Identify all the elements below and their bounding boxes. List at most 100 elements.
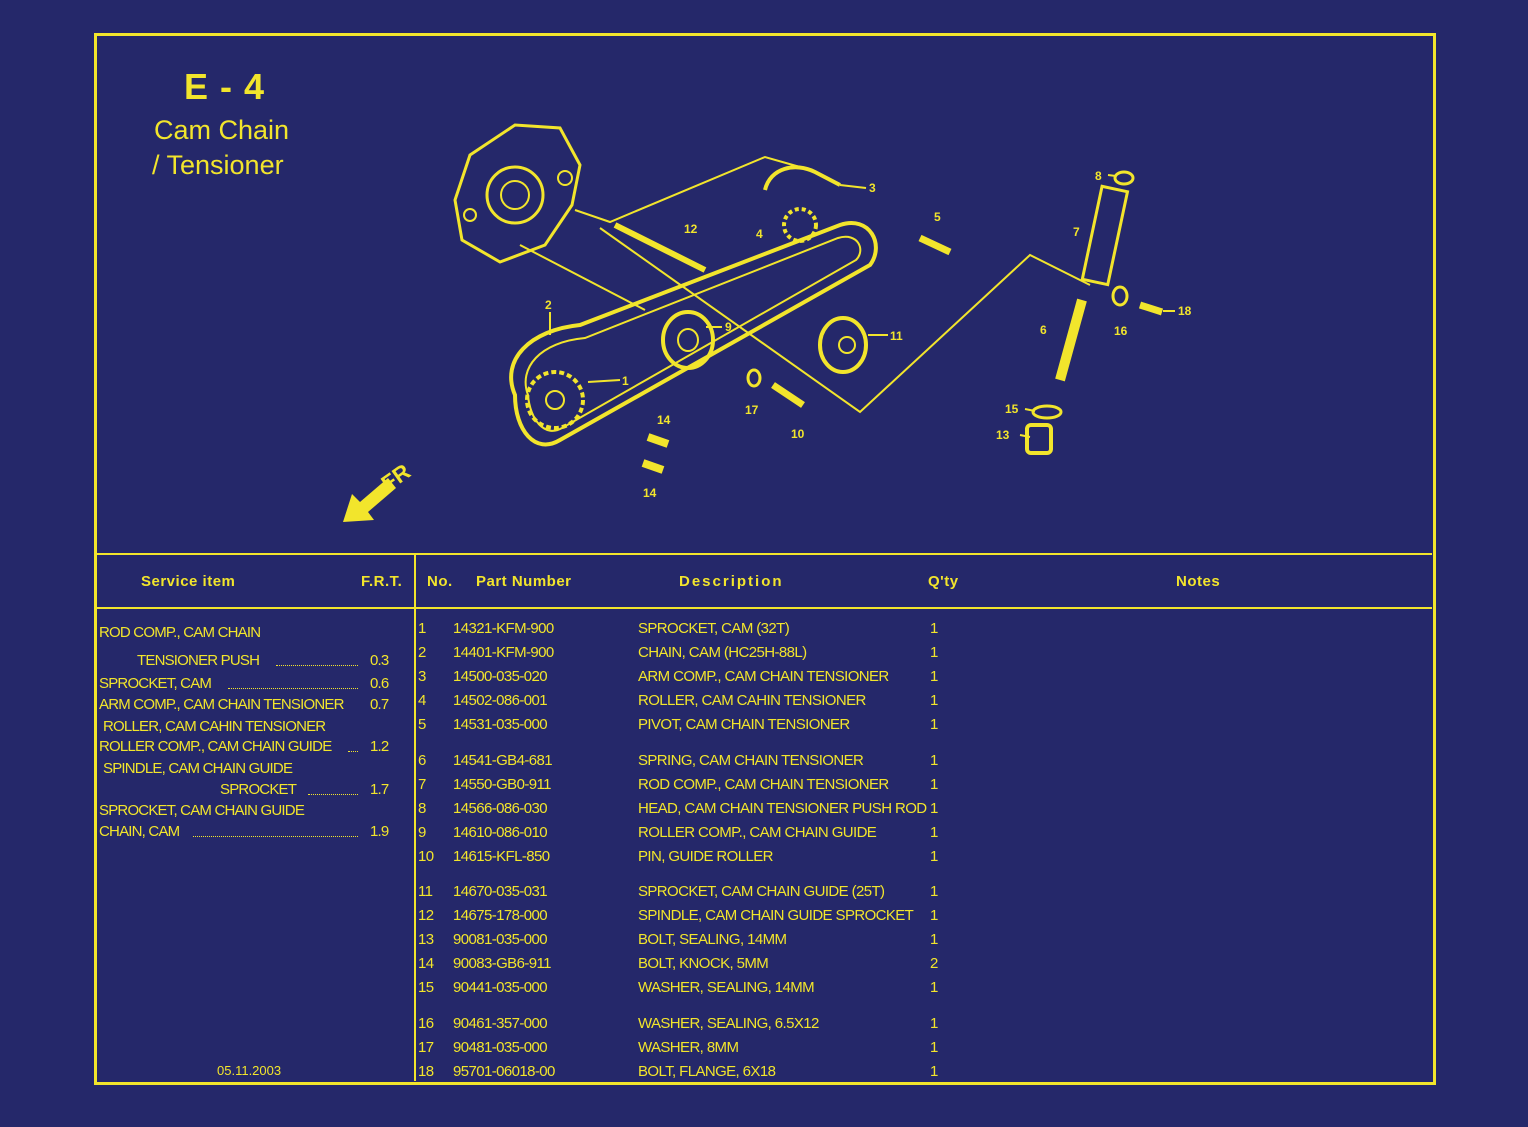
part-number: 14610-086-010 — [453, 823, 548, 841]
sealing-washer — [1111, 285, 1129, 307]
part-no: 5 — [418, 716, 426, 734]
service-item: SPINDLE, CAM CHAIN GUIDE — [103, 760, 293, 777]
part-description: WASHER, SEALING, 6.5X12 — [638, 1014, 819, 1032]
part-number: 14502-086-001 — [453, 692, 548, 710]
description-header: Description — [679, 573, 784, 590]
guide-spindle — [613, 222, 707, 273]
page-code: E - 4 — [184, 66, 266, 107]
callout-8: 8 — [1095, 169, 1102, 183]
callout-16: 16 — [1114, 324, 1128, 338]
callout-1: 1 — [622, 374, 629, 388]
tensioner-spring — [1055, 298, 1087, 382]
part-number: 14531-035-000 — [453, 716, 548, 734]
crankcase-shape — [453, 123, 582, 264]
part-no: 3 — [418, 668, 426, 686]
part-qty: 2 — [930, 955, 938, 973]
qty-header: Q'ty — [928, 573, 959, 590]
part-qty: 1 — [930, 1014, 938, 1032]
part-qty: 1 — [930, 775, 938, 793]
part-number: 14550-GB0-911 — [453, 775, 551, 793]
part-no: 7 — [418, 775, 426, 793]
knock-bolt — [641, 459, 665, 474]
sealing-washer-14 — [1031, 404, 1063, 420]
service-item: SPROCKET, CAM — [99, 675, 212, 692]
part-no: 10 — [418, 847, 434, 865]
part-description: CHAIN, CAM (HC25H-88L) — [638, 644, 807, 662]
part-description: SPROCKET, CAM (32T) — [638, 620, 790, 637]
part-description: WASHER, SEALING, 14MM — [638, 979, 815, 997]
part-description: SPROCKET, CAM CHAIN GUIDE (25T) — [638, 883, 885, 900]
part-no: 13 — [418, 931, 434, 949]
part-description: HEAD, CAM CHAIN TENSIONER PUSH ROD — [638, 799, 927, 817]
callout-tick — [587, 379, 621, 383]
part-no: 12 — [418, 907, 434, 925]
leader-line — [574, 155, 801, 224]
part-description: WASHER, 8MM — [638, 1038, 739, 1056]
crankcase-hole — [557, 170, 573, 186]
part-number: 90441-035-000 — [453, 979, 548, 997]
callout-18: 18 — [1178, 304, 1192, 318]
part-description: SPINDLE, CAM CHAIN GUIDE SPROCKET — [638, 907, 914, 925]
front-arrow-icon — [343, 478, 396, 522]
no-header: No. — [427, 573, 453, 590]
cam-sprocket-hub — [545, 390, 565, 410]
part-qty: 1 — [930, 1038, 938, 1056]
service-item-cont: SPROCKET — [220, 781, 297, 798]
service-item-header: Service item — [141, 573, 236, 590]
crankcase-bore — [485, 165, 545, 225]
part-number: 90081-035-000 — [453, 931, 548, 949]
service-frt: 1.2 — [370, 738, 389, 755]
part-qty: 1 — [930, 907, 938, 925]
callout-14a: 14 — [657, 413, 671, 427]
service-item: CHAIN, CAM — [99, 823, 180, 840]
leader-line — [599, 227, 1091, 414]
service-frt: 1.7 — [370, 781, 389, 798]
part-number: 14401-KFM-900 — [453, 644, 554, 662]
part-description: PIN, GUIDE ROLLER — [638, 847, 773, 865]
callout-4: 4 — [756, 227, 763, 241]
callout-7: 7 — [1073, 225, 1080, 239]
frt-header: F.R.T. — [361, 573, 403, 590]
part-no: 15 — [418, 979, 434, 997]
guide-sprocket — [818, 316, 868, 374]
part-number: 14670-035-031 — [453, 883, 548, 900]
part-number: 14321-KFM-900 — [453, 620, 554, 637]
callout-14b: 14 — [643, 486, 657, 500]
part-no: 17 — [418, 1038, 434, 1056]
part-qty: 1 — [930, 1062, 938, 1080]
part-description: ROLLER, CAM CAHIN TENSIONER — [638, 692, 866, 710]
leader-dots — [348, 751, 358, 752]
part-qty: 1 — [930, 620, 938, 637]
service-frt: 0.7 — [370, 696, 389, 713]
callout-13: 13 — [996, 428, 1010, 442]
crankcase-hub — [500, 180, 530, 210]
part-no: 18 — [418, 1062, 434, 1080]
part-no: 4 — [418, 692, 426, 710]
part-description: ROLLER COMP., CAM CHAIN GUIDE — [638, 823, 877, 841]
callout-15: 15 — [1005, 402, 1019, 416]
leader-dots — [228, 688, 358, 689]
sealing-bolt — [1025, 423, 1053, 455]
service-item: ROLLER, CAM CAHIN TENSIONER — [103, 718, 326, 735]
callout-tick — [1019, 434, 1031, 438]
washer-8mm — [746, 368, 762, 388]
part-number: 90461-357-000 — [453, 1014, 548, 1032]
part-qty: 1 — [930, 883, 938, 900]
part-description: SPRING, CAM CHAIN TENSIONER — [638, 751, 864, 769]
leader-line — [519, 244, 646, 311]
page-title: Cam Chain — [154, 115, 290, 145]
part-qty: 1 — [930, 668, 938, 686]
leader-dots — [276, 665, 358, 666]
revision-date: 05.11.2003 — [217, 1063, 282, 1078]
part-no: 8 — [418, 799, 426, 817]
part-qty: 1 — [930, 823, 938, 841]
part-qty: 1 — [930, 979, 938, 997]
part-no: 16 — [418, 1014, 434, 1032]
tensioner-roller — [782, 207, 818, 243]
guide-sprocket-hub — [838, 336, 856, 354]
service-item: SPROCKET, CAM CHAIN GUIDE — [99, 802, 305, 819]
service-item: ROLLER COMP., CAM CHAIN GUIDE — [99, 738, 332, 755]
part-qty: 1 — [930, 692, 938, 710]
service-item: ARM COMP., CAM CHAIN TENSIONER — [99, 696, 344, 713]
